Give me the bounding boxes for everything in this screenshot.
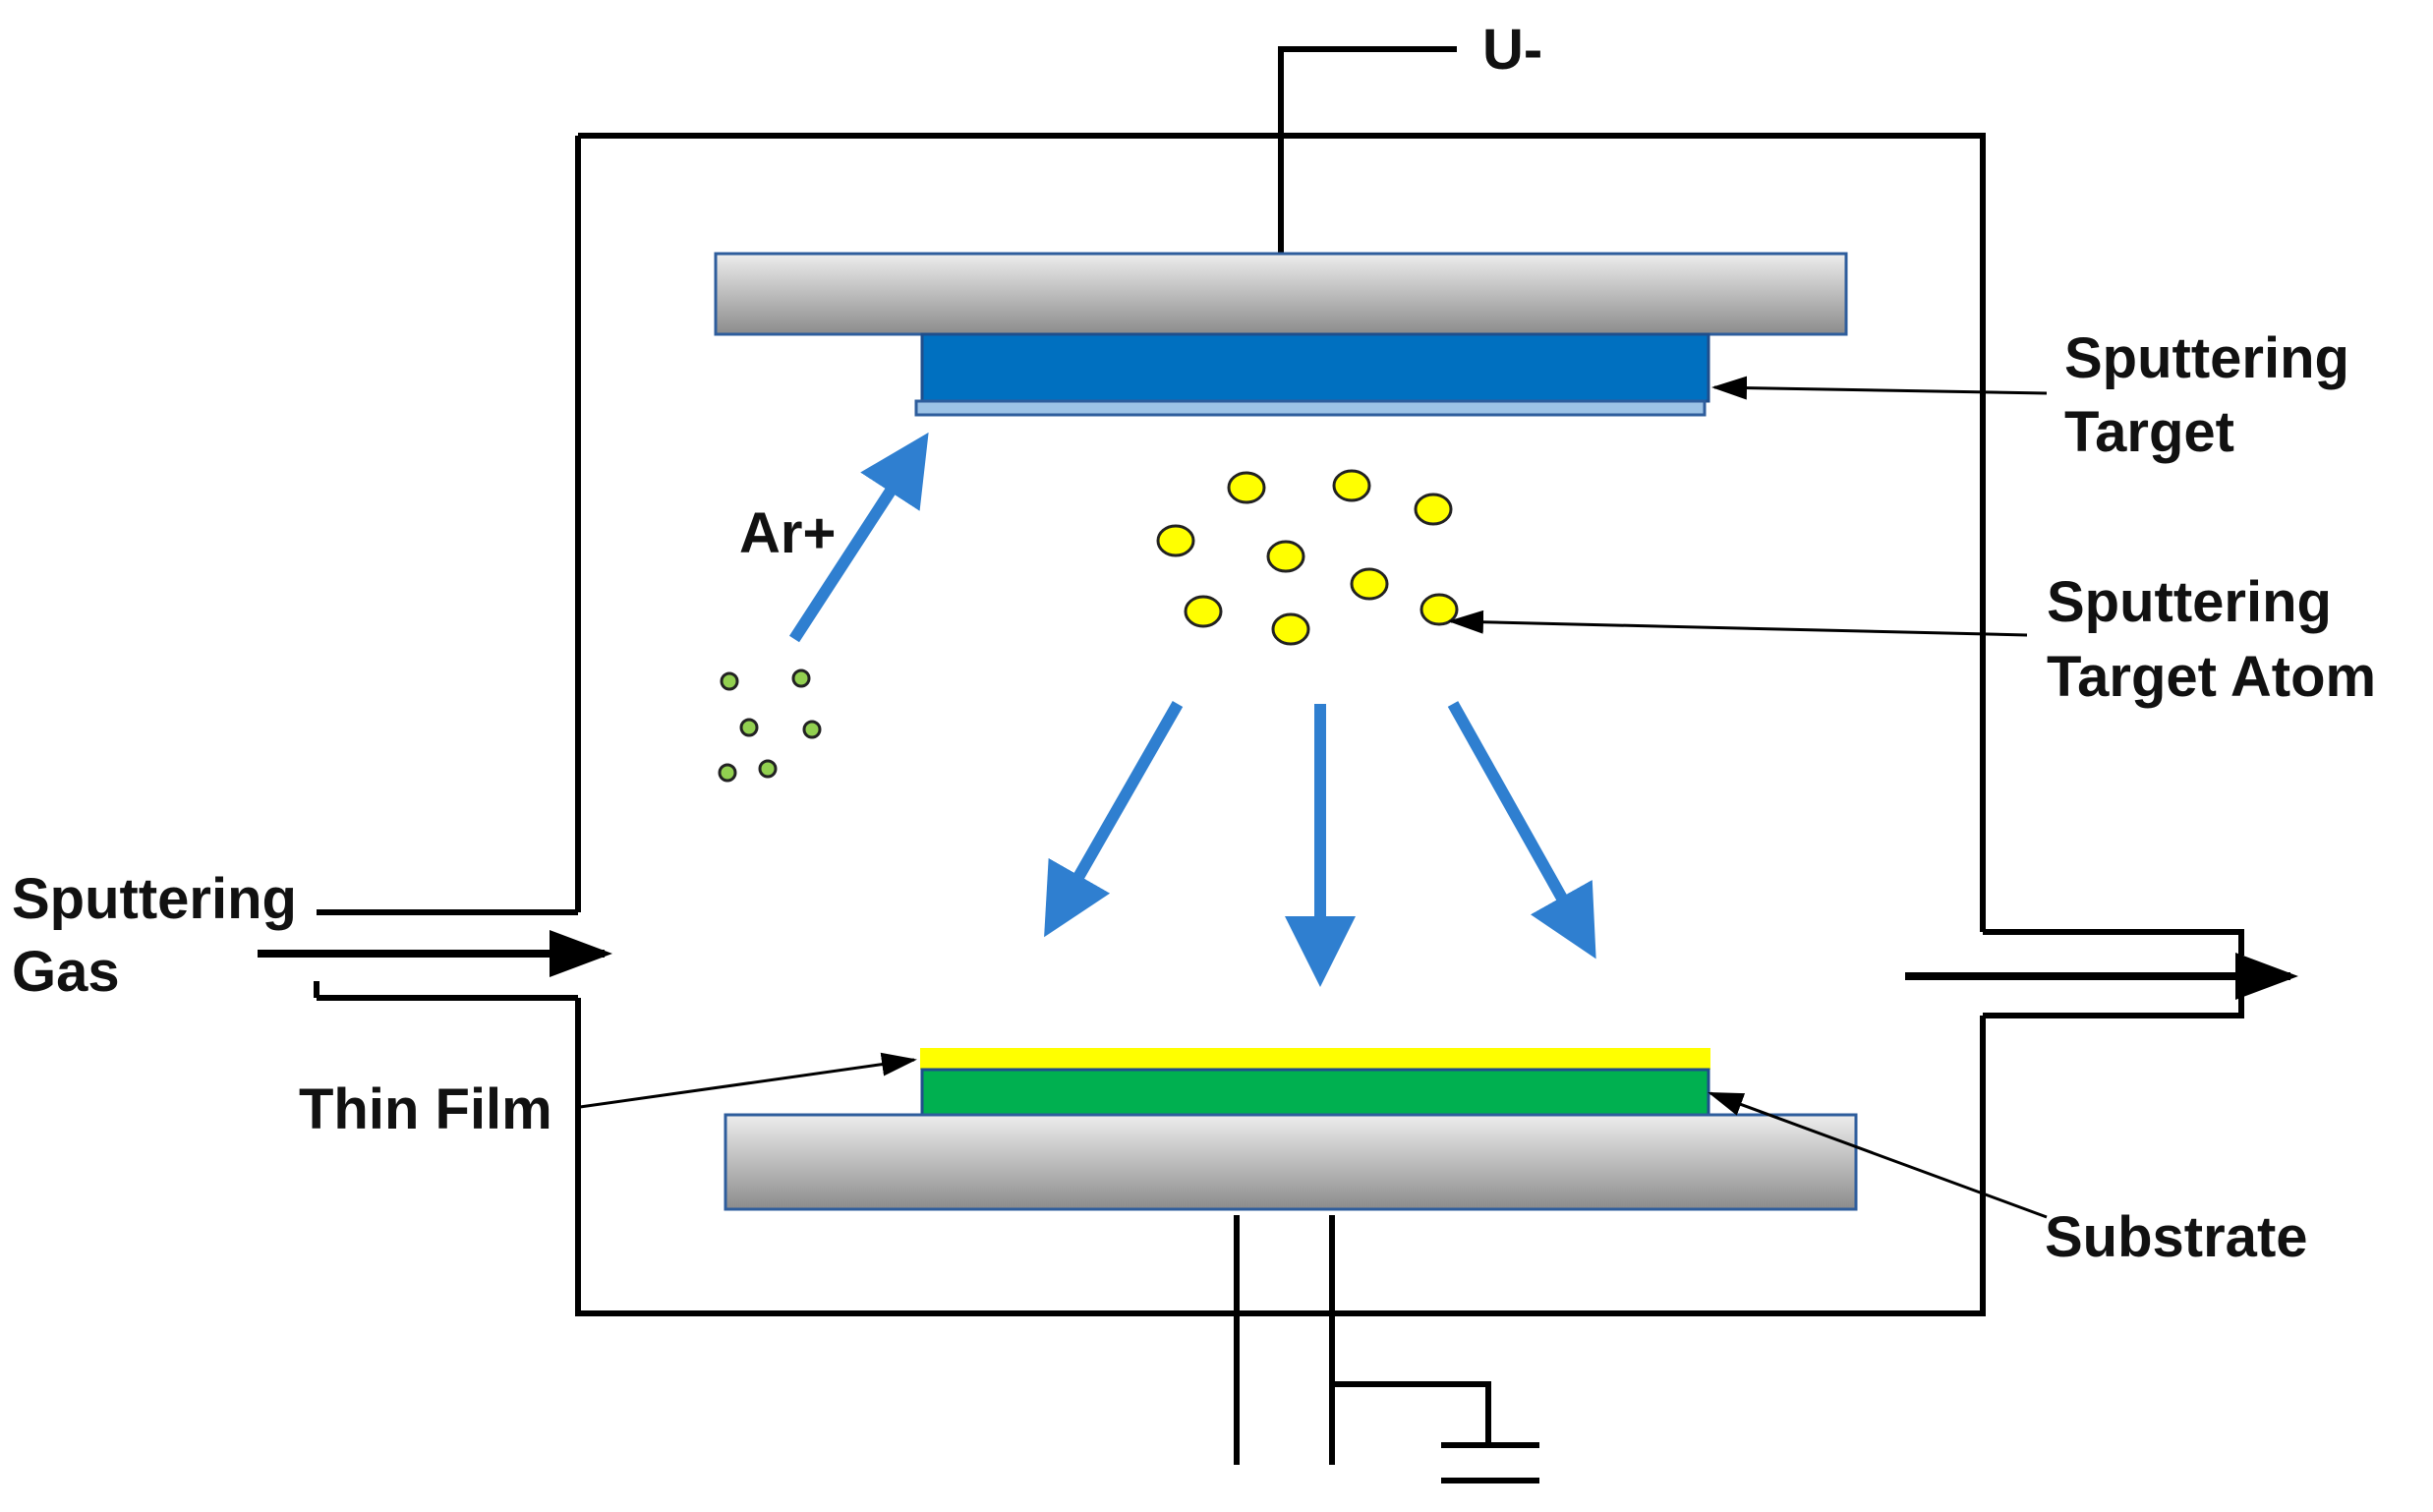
gas-particle [791,669,811,688]
atom-pointer [1448,610,2028,637]
substrate-pointer [1708,1091,2048,1219]
sputtered-atom-group [1156,469,1459,646]
voltage-label: U- [1482,18,1542,82]
sputtered-atom [1350,567,1389,601]
thin-film [920,1048,1710,1070]
substrate [920,1068,1710,1117]
target-label: Sputtering [2064,326,2349,390]
sputtered-atom [1414,493,1453,526]
deposition-arrows [1044,701,1596,987]
target-label-2: Target [2064,400,2234,464]
gas-particle [718,763,737,783]
target-pointer [1711,376,2048,400]
sputtered-atom [1184,595,1223,628]
gas-particle [720,671,739,691]
vacuum-chamber [575,133,1986,1316]
substrate-label: Substrate [2045,1205,2308,1269]
cathode-lead [1278,46,1457,258]
target-plate [914,399,1707,417]
gas-particle [802,720,822,739]
thin-film-label: Thin Film [299,1077,552,1141]
sputtering-target [920,332,1710,403]
gas-inlet [314,909,578,1001]
sputtered-atom [1419,593,1459,626]
anode-electrode [724,1113,1858,1211]
sputtered-atom [1227,471,1266,504]
ground-connection [1234,1215,1539,1483]
sputtered-atom [1271,612,1310,646]
ion-label: Ar+ [739,501,836,565]
gas-label: Sputtering [12,867,297,931]
sputtered-atom [1156,524,1195,557]
thin-film-pointer [579,1052,917,1109]
gas-particle-group [718,669,822,783]
sputtered-atom [1332,469,1371,502]
pump-outlet [1983,929,2244,1018]
gas-particle [739,718,759,737]
deposition-arrow-left [1044,701,1184,938]
deposition-arrow-right [1447,701,1596,960]
atom-label: Sputtering [2047,570,2332,634]
atom-label-2: Target Atom [2047,645,2376,709]
gas-label-2: Gas [12,940,120,1004]
gas-particle [758,759,778,779]
ion-arrow [788,432,929,643]
sputtered-atom [1266,540,1305,573]
cathode-electrode [714,252,1848,336]
